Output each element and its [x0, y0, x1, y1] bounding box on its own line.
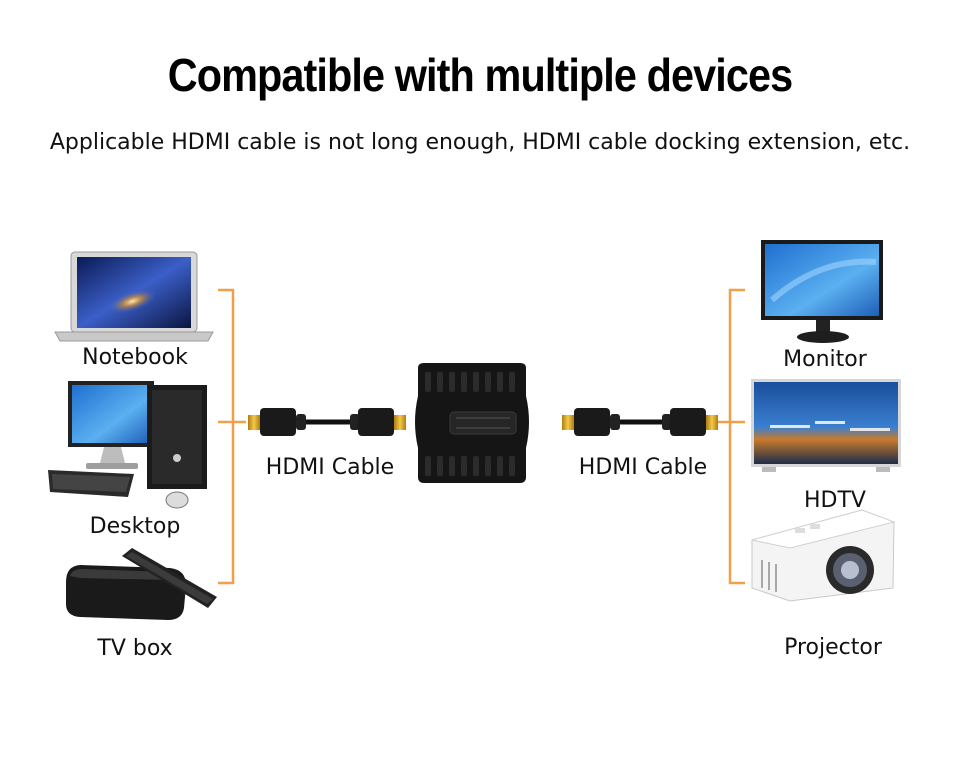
device-label-hdtv: HDTV — [804, 488, 866, 513]
device-label-notebook: Notebook — [82, 345, 188, 370]
device-label-monitor: Monitor — [783, 347, 867, 372]
device-label-tv-box: TV box — [97, 636, 173, 661]
projector-icon — [751, 509, 896, 602]
device-label-projector: Projector — [784, 635, 882, 660]
right-hdmi-cable-icon — [562, 408, 718, 436]
tv-box-icon — [66, 548, 217, 620]
page-title: Compatible with multiple devices — [167, 49, 793, 101]
left-bracket — [218, 288, 246, 585]
device-label-desktop: Desktop — [89, 514, 181, 539]
left-hdmi-cable-icon — [248, 408, 406, 436]
monitor-icon — [761, 240, 883, 343]
hdmi-female-coupler-icon — [415, 363, 529, 483]
hdtv-icon — [751, 379, 901, 472]
desktop-computer-icon — [48, 381, 207, 509]
cable-label-left: HDMI Cable — [265, 455, 395, 480]
right-bracket — [717, 288, 745, 585]
laptop-icon — [54, 251, 214, 342]
cable-label-right: HDMI Cable — [578, 455, 708, 480]
page-subtitle: Applicable HDMI cable is not long enough… — [49, 130, 911, 155]
